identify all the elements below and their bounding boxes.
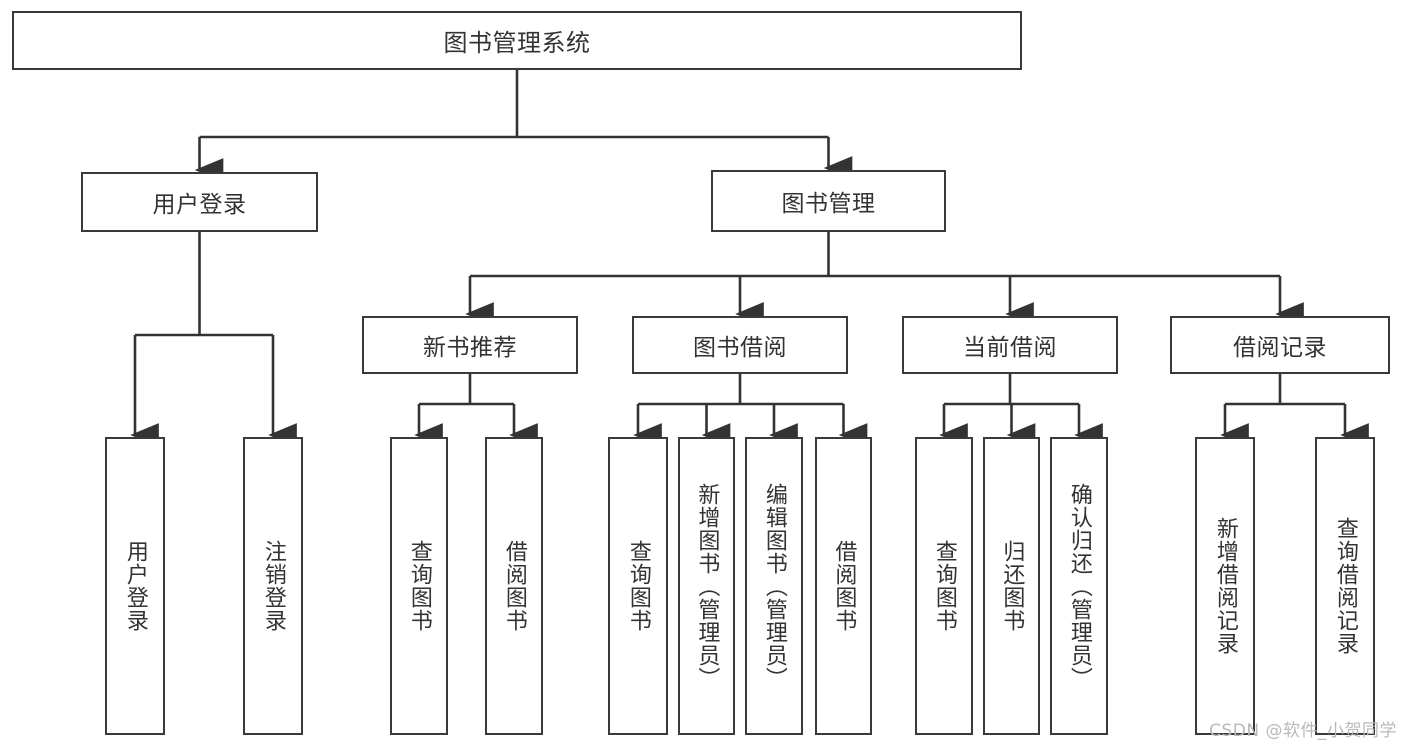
node-label: 用户登录 <box>152 192 247 218</box>
node-label: 借阅图书 <box>501 540 527 632</box>
node-leaf-cur-3[interactable]: 确认归还（管理员） <box>1050 437 1108 735</box>
node-leaf-new-2[interactable]: 借阅图书 <box>485 437 543 735</box>
node-login[interactable]: 用户登录 <box>81 172 318 232</box>
node-label: 图书借阅 <box>693 335 787 361</box>
node-leaf-borrow-3[interactable]: 编辑图书（管理员） <box>745 437 803 735</box>
node-bookmgmt[interactable]: 图书管理 <box>711 170 946 232</box>
node-label: 查询图书 <box>931 540 957 632</box>
node-label: 注销登录 <box>260 540 286 632</box>
node-root[interactable]: 图书管理系统 <box>12 11 1022 70</box>
node-leaf-borrow-4[interactable]: 借阅图书 <box>815 437 872 735</box>
node-label: 借阅图书 <box>831 540 857 632</box>
node-label: 编辑图书（管理员） <box>761 482 787 690</box>
node-leaf-cur-1[interactable]: 查询图书 <box>915 437 973 735</box>
node-label: 新增图书（管理员） <box>694 482 720 690</box>
node-label: 图书管理 <box>781 191 876 217</box>
node-leaf-new-1[interactable]: 查询图书 <box>390 437 448 735</box>
node-label: 新增借阅记录 <box>1212 517 1238 655</box>
node-leaf-borrow-1[interactable]: 查询图书 <box>608 437 668 735</box>
node-label: 用户登录 <box>122 540 148 632</box>
node-label: 借阅记录 <box>1233 335 1327 361</box>
node-label: 查询图书 <box>406 540 432 632</box>
node-borrow[interactable]: 图书借阅 <box>632 316 848 374</box>
node-label: 查询图书 <box>625 540 651 632</box>
node-label: 查询借阅记录 <box>1332 517 1358 655</box>
node-leaf-cur-2[interactable]: 归还图书 <box>983 437 1040 735</box>
node-label: 图书管理系统 <box>443 29 591 57</box>
node-label: 当前借阅 <box>963 335 1057 361</box>
node-label: 确认归还（管理员） <box>1066 482 1092 690</box>
node-newbooks[interactable]: 新书推荐 <box>362 316 578 374</box>
node-leaf-rec-2[interactable]: 查询借阅记录 <box>1315 437 1375 735</box>
node-label: 归还图书 <box>999 540 1025 632</box>
node-leaf-rec-1[interactable]: 新增借阅记录 <box>1195 437 1255 735</box>
node-records[interactable]: 借阅记录 <box>1170 316 1390 374</box>
node-leaf-borrow-2[interactable]: 新增图书（管理员） <box>678 437 735 735</box>
node-label: 新书推荐 <box>423 335 517 361</box>
node-current[interactable]: 当前借阅 <box>902 316 1118 374</box>
node-leaf-login-1[interactable]: 用户登录 <box>105 437 165 735</box>
node-leaf-login-2[interactable]: 注销登录 <box>243 437 303 735</box>
